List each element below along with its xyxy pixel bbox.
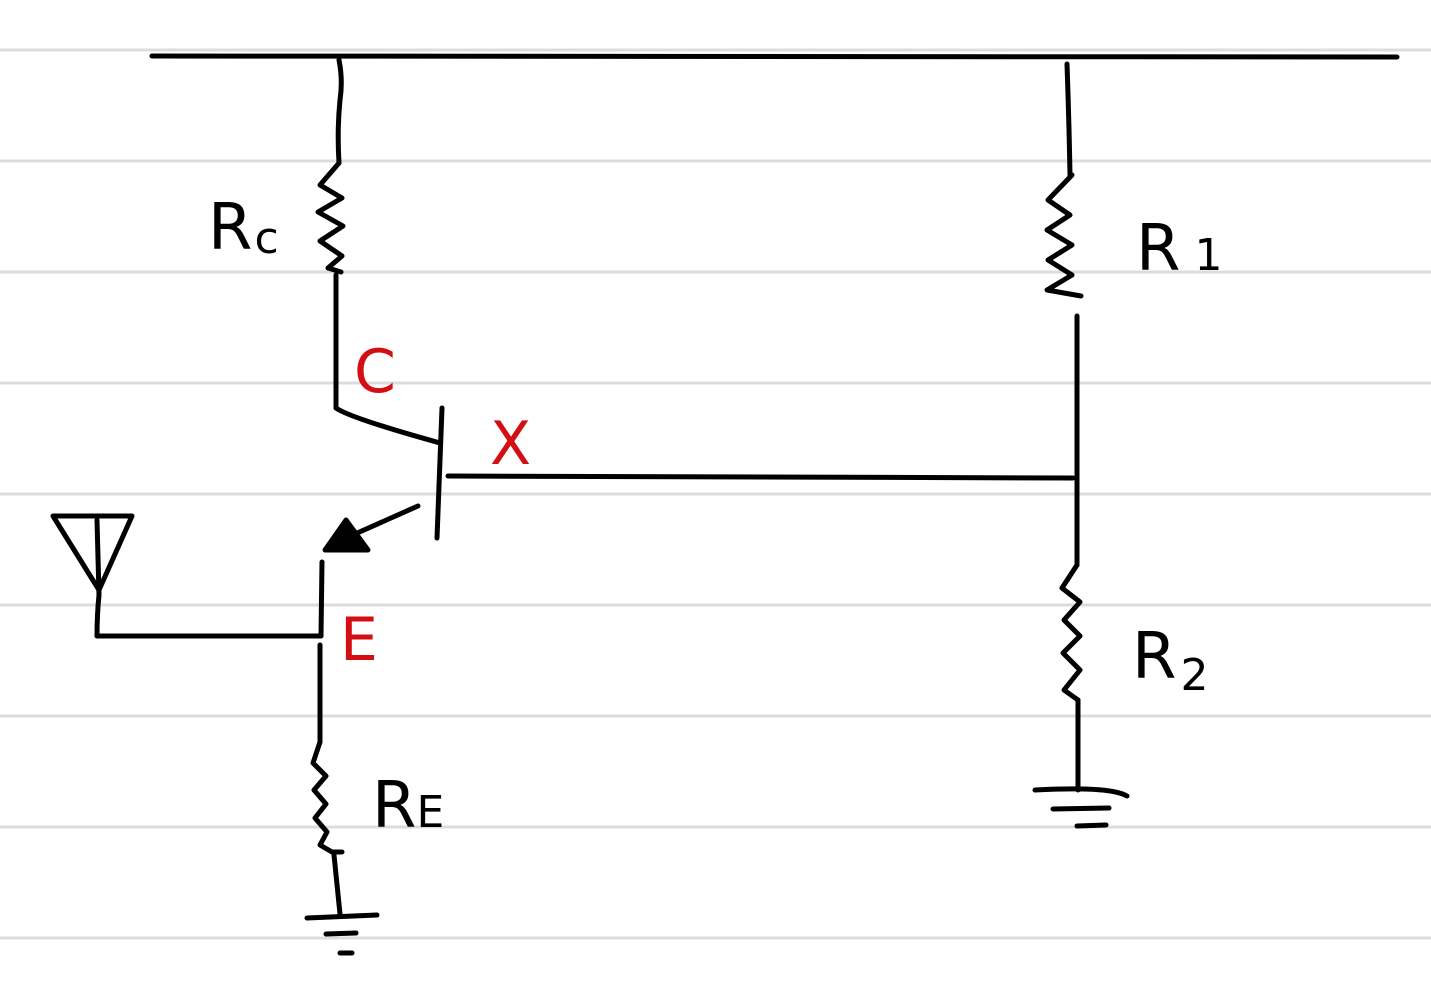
ground-icon	[1032, 786, 1130, 829]
supply-rail	[149, 53, 1400, 60]
re-resistor-icon	[310, 739, 345, 855]
rc-label: Rc	[208, 191, 279, 265]
base-wire	[445, 473, 1076, 481]
antenna-icon	[50, 513, 135, 593]
r2-resistor-icon	[1059, 562, 1083, 703]
emitter-wire	[318, 559, 325, 639]
ruled-paper-lines	[0, 48, 1431, 940]
re-bottom-wire	[331, 852, 343, 917]
rc-resistor-icon	[315, 160, 346, 275]
node-x-label: X	[490, 409, 531, 479]
antenna-mast	[94, 517, 102, 639]
collector-label: C	[354, 337, 396, 407]
r1-resistor-icon	[1044, 172, 1084, 299]
emitter-arrow-head	[322, 517, 371, 553]
r2-label: R2	[1132, 620, 1208, 701]
re-label: RE	[372, 769, 444, 843]
rc-top-wire	[335, 57, 344, 166]
emitter-label: E	[340, 605, 378, 675]
npn-transistor-icon	[322, 405, 445, 553]
r1-top-wire	[1064, 61, 1073, 178]
ground-icon	[304, 912, 380, 956]
collector-lead	[333, 405, 443, 446]
transistor-base-bar	[434, 405, 445, 541]
